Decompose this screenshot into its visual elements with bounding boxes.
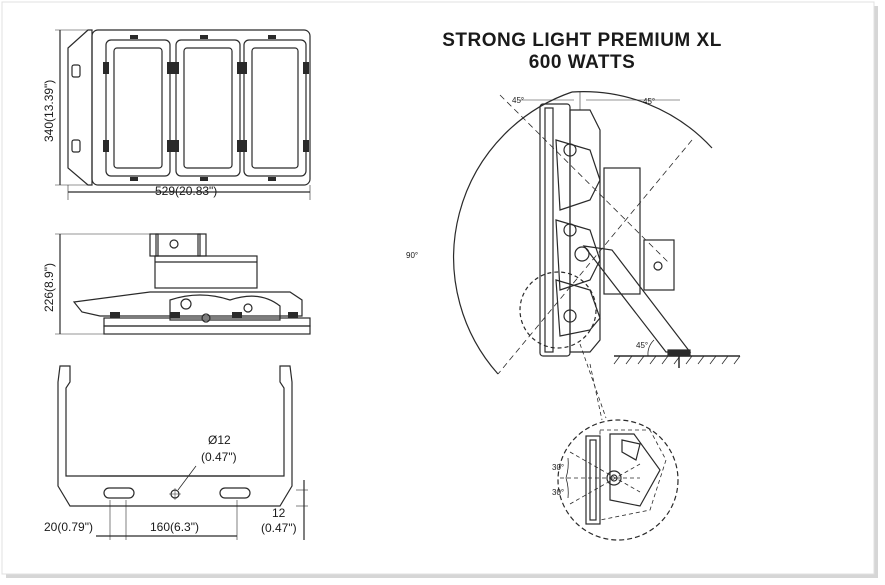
angle-detail-top: 30°	[552, 463, 565, 472]
angle-base: 45°	[636, 341, 649, 350]
side-view-driver	[154, 255, 258, 289]
dim-width-top-view: 529(20.83")	[155, 184, 218, 198]
lamp-housing	[569, 109, 601, 353]
module-left	[105, 39, 171, 177]
dim-bracket-spacing: 160(6.3")	[150, 520, 199, 534]
slot-right	[219, 487, 251, 499]
dim-bracket-left: 20(0.79")	[44, 520, 93, 534]
driver-box	[603, 167, 641, 295]
bracket-view	[57, 365, 308, 540]
dim-hole-diameter-in: (0.47")	[201, 450, 237, 464]
angle-detail-bottom: 30°	[552, 488, 565, 497]
top-view-housing	[91, 29, 311, 186]
dim-height-side-view: 226(8.9")	[42, 263, 56, 312]
junction-box	[643, 239, 675, 291]
detail-view	[557, 419, 679, 541]
dim-bracket-thickness-in: (0.47")	[261, 521, 297, 535]
side-view	[55, 233, 311, 335]
dim-hole-diameter: Ø12	[208, 433, 231, 447]
angle-left-span: 90°	[406, 251, 419, 260]
rotation-view	[453, 91, 741, 421]
dim-bracket-thickness: 12	[272, 506, 286, 520]
drawing-title: STRONG LIGHT PREMIUM XL 600 WATTS	[392, 30, 772, 74]
side-view-arm	[72, 291, 303, 317]
rotation-arc	[453, 91, 573, 375]
angle-top-right: 45°	[643, 97, 656, 106]
top-view	[55, 29, 311, 200]
module-right	[243, 39, 307, 177]
title-line-1: STRONG LIGHT PREMIUM XL	[442, 30, 722, 51]
title-line-2: 600 WATTS	[528, 52, 636, 73]
module-center	[175, 39, 241, 177]
angle-top-left: 45°	[512, 96, 525, 105]
bracket-outline	[57, 365, 293, 507]
dim-height-top-view: 340(13.39")	[42, 79, 56, 142]
paper	[1, 1, 875, 575]
detail-circle	[557, 419, 679, 541]
slot-left	[103, 487, 135, 499]
detail-callout	[519, 271, 597, 349]
